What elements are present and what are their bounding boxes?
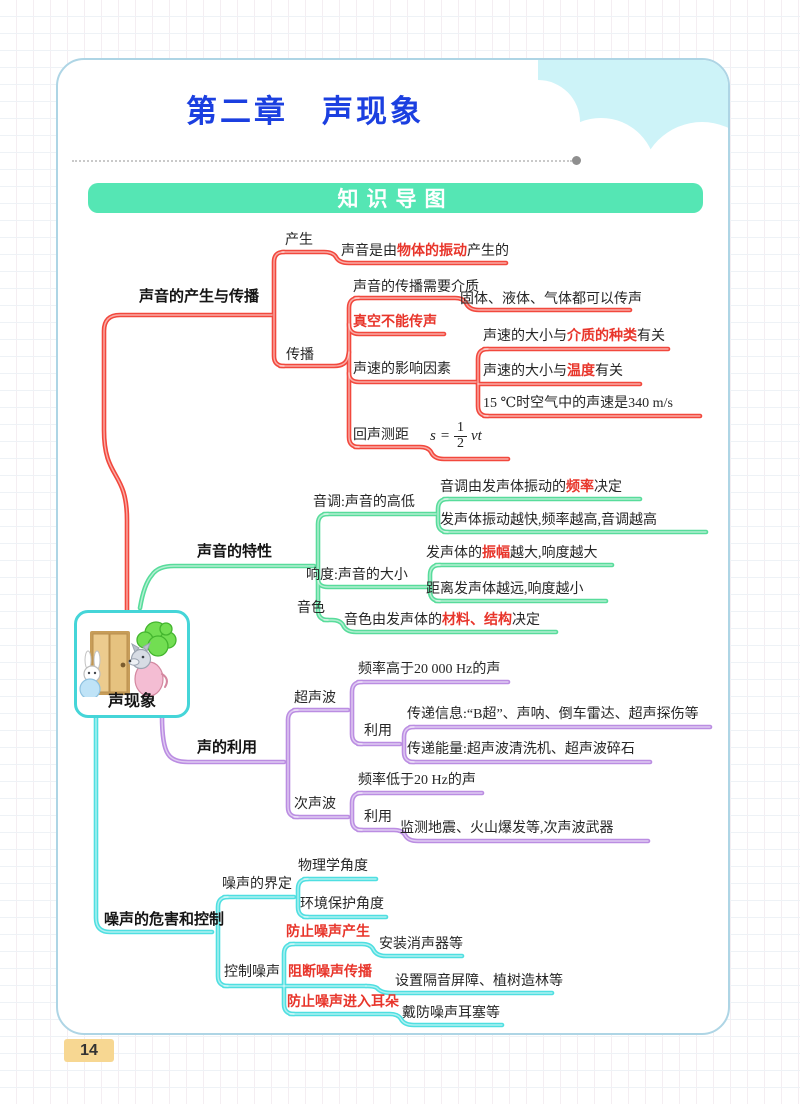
node-solid-liquid-gas: 固体、液体、气体都可以传声 [460, 292, 642, 307]
node-noise-control: 控制噪声 [224, 965, 280, 980]
node-physics-angle: 物理学角度 [298, 859, 368, 874]
node-loudness-distance: 距离发声体越远,响度越小 [426, 582, 584, 597]
node-block-propagation: 阻断噪声传播 [288, 965, 372, 980]
text-segment: 决定 [512, 613, 540, 628]
divider-dot-icon [572, 156, 581, 165]
formula-lhs: s [430, 427, 436, 444]
highlight-segment: 材料、结构 [442, 613, 512, 628]
highlight-segment: 频率 [566, 480, 594, 495]
text-segment: 音调由发声体振动的 [440, 480, 566, 495]
node-propagation: 传播 [286, 348, 314, 363]
page-number: 14 [80, 1041, 98, 1059]
text-segment: 声音是由 [341, 244, 397, 259]
formula-numerator: 1 [456, 420, 464, 435]
node-install-muffler: 安装消声器等 [379, 937, 463, 952]
node-needs-medium: 声音的传播需要介质 [353, 280, 479, 295]
node-transfer-information: 传递信息:“B超”、声呐、倒车雷达、超声探伤等 [407, 707, 699, 722]
node-vacuum-no-sound: 真空不能传声 [353, 315, 437, 330]
node-loudness-amplitude: 发声体的振幅越大,响度越大 [426, 545, 598, 563]
node-prevent-production: 防止噪声产生 [286, 925, 370, 940]
formula-rhs: vt [470, 427, 482, 444]
highlight-segment: 振幅 [482, 546, 510, 561]
highlight-segment: 物体的振动 [397, 244, 467, 259]
door-icon [90, 631, 130, 695]
node-pitch-faster-higher: 发声体振动越快,频率越高,音调越高 [440, 513, 657, 528]
node-ultrasound: 超声波 [294, 691, 336, 706]
node-speed-340: 15 ℃时空气中的声速是340 m/s [483, 396, 673, 411]
highlight-segment: 温度 [567, 364, 595, 379]
node-timbre: 音色 [297, 601, 325, 616]
page-number-tag: 14 [64, 1039, 114, 1062]
node-sound-barrier: 设置隔音屏障、植树造林等 [395, 974, 563, 989]
node-noise-definition: 噪声的界定 [222, 877, 292, 892]
formula-denominator: 2 [453, 435, 467, 452]
node-wear-earplugs: 戴防噪声耳塞等 [402, 1006, 500, 1021]
text-segment: 声速的大小与 [483, 329, 567, 344]
node-prevent-entering-ear: 防止噪声进入耳朵 [287, 995, 399, 1010]
section-banner: 知识导图 [88, 183, 703, 213]
node-infrasound-use: 利用 [364, 810, 392, 825]
node-sound-from-vibration: 声音是由物体的振动产生的 [341, 243, 509, 261]
node-pitch: 音调:声音的高低 [313, 495, 415, 510]
text-segment: 音色由发声体的 [344, 613, 442, 628]
node-ultrasound-use: 利用 [364, 724, 392, 739]
node-infrasound-def: 频率低于20 Hz的声 [358, 773, 476, 788]
door-knob-icon [120, 662, 126, 668]
text-segment: 产生的 [467, 244, 509, 259]
node-speed-medium-type: 声速的大小与介质的种类有关 [483, 328, 665, 346]
branch-utilization-label: 声的利用 [197, 739, 258, 756]
text-segment: 决定 [594, 480, 622, 495]
node-echo-ranging: 回声测距 [353, 428, 409, 443]
node-transfer-energy: 传递能量:超声波清洗机、超声波碎石 [407, 742, 635, 757]
root-illustration [79, 621, 177, 697]
wolf-icon [128, 641, 168, 697]
tree-icon [136, 621, 177, 657]
node-pitch-frequency: 音调由发声体振动的频率决定 [440, 479, 622, 497]
node-infrasound: 次声波 [294, 797, 336, 812]
text-segment: 越大,响度越大 [510, 546, 598, 561]
root-node-label: 声现象 [107, 693, 156, 710]
branch-characteristics-label: 声音的特性 [197, 543, 273, 560]
divider-dotted-line [72, 160, 572, 162]
node-speed-temperature: 声速的大小与温度有关 [483, 363, 623, 381]
node-production: 产生 [285, 233, 313, 248]
highlight-segment: 介质的种类 [567, 329, 637, 344]
text-segment: 发声体的 [426, 546, 482, 561]
branch-production-label: 声音的产生与传播 [139, 288, 260, 305]
branch-noise-label: 噪声的危害和控制 [104, 911, 225, 928]
formula-equals: = [439, 427, 450, 444]
section-banner-label: 知识导图 [337, 188, 454, 211]
node-ultrasound-def: 频率高于20 000 Hz的声 [358, 662, 501, 677]
text-segment: 有关 [595, 364, 623, 379]
node-timbre-material: 音色由发声体的材料、结构决定 [344, 612, 540, 630]
root-node: 声现象 [74, 610, 190, 718]
chapter-title: 第二章 声现象 [186, 94, 424, 129]
node-speed-factors: 声速的影响因素 [353, 362, 451, 377]
node-loudness: 响度:声音的大小 [306, 568, 408, 583]
text-segment: 声速的大小与 [483, 364, 567, 379]
node-monitor-earthquake: 监测地震、火山爆发等,次声波武器 [400, 821, 614, 836]
rabbit-icon [79, 650, 101, 697]
node-environment-angle: 环境保护角度 [300, 897, 384, 912]
text-segment: 有关 [637, 329, 665, 344]
